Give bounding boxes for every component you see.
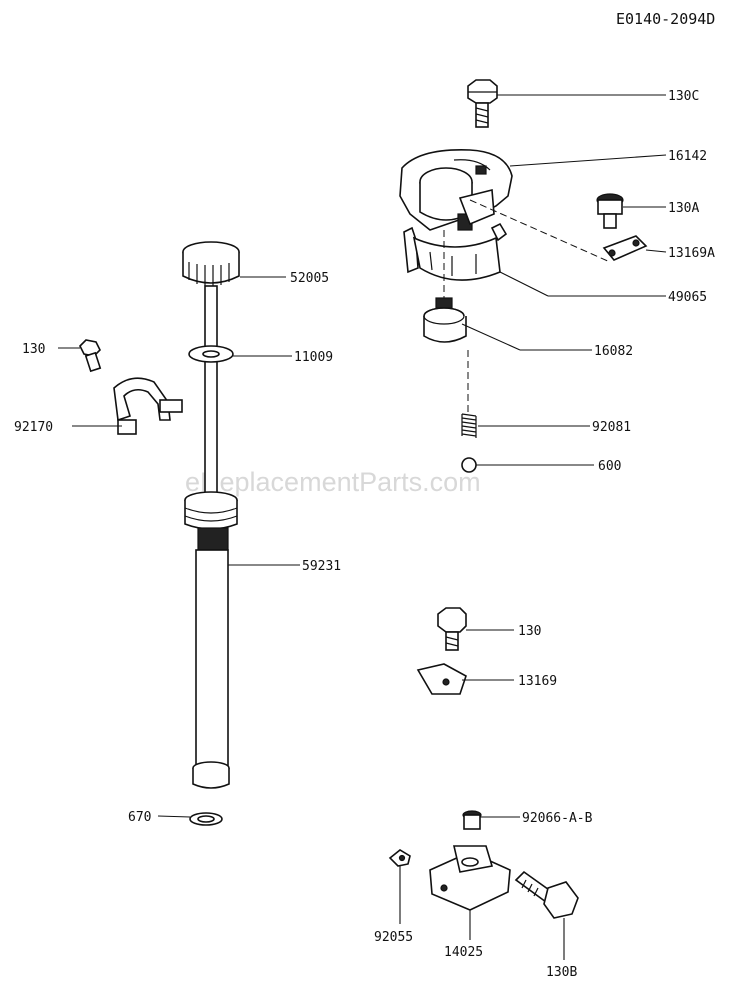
leader-670 (157, 815, 191, 818)
watermark-text: eReplacementParts.com (185, 467, 481, 497)
part-label-92170: 92170 (14, 420, 53, 435)
bolt-130-middle-drawing (437, 607, 467, 651)
part-label-59231: 59231 (302, 559, 341, 574)
bolt-130a-drawing (596, 193, 624, 229)
bolt-130b-drawing (514, 870, 579, 919)
part-label-52005: 52005 (290, 271, 329, 286)
part-label-130-left: 130 (22, 342, 45, 357)
leader-16142 (509, 154, 667, 167)
part-label-14025: 14025 (444, 945, 483, 960)
screw-92066-drawing (462, 810, 482, 830)
drawing-code: E0140-2094D (616, 10, 715, 28)
plate-13169a-drawing (602, 235, 648, 261)
washer-11009-drawing (188, 345, 234, 363)
part-label-600: 600 (598, 459, 621, 474)
leader-49065-a (499, 271, 549, 297)
oring-670-drawing (189, 812, 223, 826)
part-label-16082: 16082 (594, 344, 633, 359)
housing-16142-drawing (399, 149, 513, 231)
dipstick-rod-drawing (204, 285, 218, 499)
pin-92055-drawing (388, 849, 411, 867)
part-label-16142: 16142 (668, 149, 707, 164)
leader-16082-a (461, 323, 521, 351)
part-label-13169a: 13169A (668, 246, 715, 261)
part-label-130a: 130A (668, 201, 699, 216)
part-label-49065: 49065 (668, 290, 707, 305)
cap-52005-drawing (182, 241, 240, 286)
part-label-670: 670 (128, 810, 151, 825)
part-label-11009: 11009 (294, 350, 333, 365)
lever-14025-drawing (429, 845, 511, 911)
clamp-92170-drawing (113, 377, 183, 435)
part-label-92081: 92081 (592, 420, 631, 435)
bolt-130-left-drawing (79, 339, 102, 373)
axis-line-130a (469, 199, 611, 263)
part-label-130c: 130C (668, 89, 699, 104)
part-label-13169: 13169 (518, 674, 557, 689)
part-label-92066-a-b: 92066-A-B (522, 811, 593, 826)
plate-13169-drawing (416, 663, 467, 695)
tube-59231-drawing (184, 491, 238, 789)
ball-600-drawing (461, 457, 477, 473)
bolt-130c-drawing (467, 79, 498, 128)
part-label-130-middle: 130 (518, 624, 541, 639)
leader-13169a (645, 249, 667, 253)
part-label-92055: 92055 (374, 930, 413, 945)
weight-16082-drawing (423, 297, 467, 343)
part-label-130b: 130B (546, 965, 577, 980)
spring-92081-drawing (461, 413, 477, 438)
skirt-49065-drawing (403, 222, 508, 281)
